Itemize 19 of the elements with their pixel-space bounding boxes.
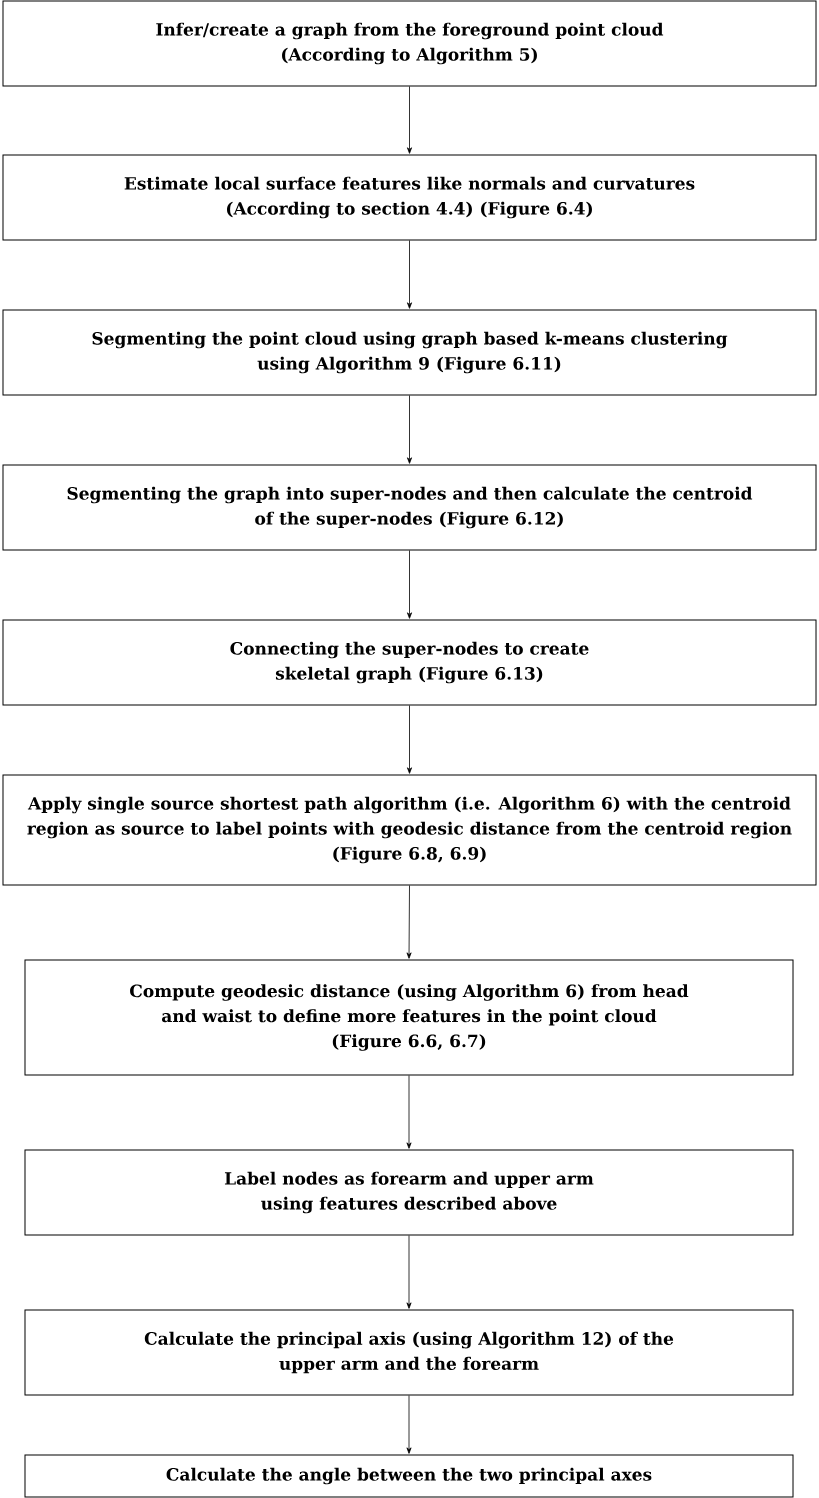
- arrow: [407, 550, 412, 619]
- arrow: [407, 240, 412, 309]
- arrow: [407, 705, 412, 774]
- arrow: [407, 86, 412, 154]
- arrow: [406, 1075, 412, 1149]
- process-box: Infer/create a graph from the foreground point cloud (According to Algorithm 5): [2, 0, 817, 87]
- process-box: Label nodes as forearm and upper arm using features described above: [24, 1149, 794, 1236]
- process-box: Connecting the super-nodes to create skeletal graph (Figure 6.13): [2, 619, 817, 706]
- arrow: [406, 1235, 412, 1309]
- process-box: Apply single source shortest path algorithm (i.e. Algorithm 6) with the centroid region as source to label points with geodesic distance from the centroid region (Figure 6.8, 6.9): [2, 774, 817, 886]
- process-box: Segmenting the point cloud using graph based k-means clustering using Algorithm 9 (Figure 6.11): [2, 309, 817, 396]
- process-box: Calculate the principal axis (using Algorithm 12) of the upper arm and the forearm: [24, 1309, 794, 1396]
- process-box: Estimate local surface features like normals and curvatures (According to section 4.4) (Figure 6.4): [2, 154, 817, 241]
- process-box: Calculate the angle between the two principal axes: [24, 1454, 794, 1498]
- arrow: [406, 1395, 412, 1454]
- process-box: Segmenting the graph into super-nodes and then calculate the centroid of the super-nodes (Figure 6.12): [2, 464, 817, 551]
- arrow: [406, 885, 412, 959]
- process-box: Compute geodesic distance (using Algorithm 6) from head and waist to define more features in the point cloud (Figure 6.6, 6.7): [24, 959, 794, 1076]
- arrow: [407, 395, 412, 464]
